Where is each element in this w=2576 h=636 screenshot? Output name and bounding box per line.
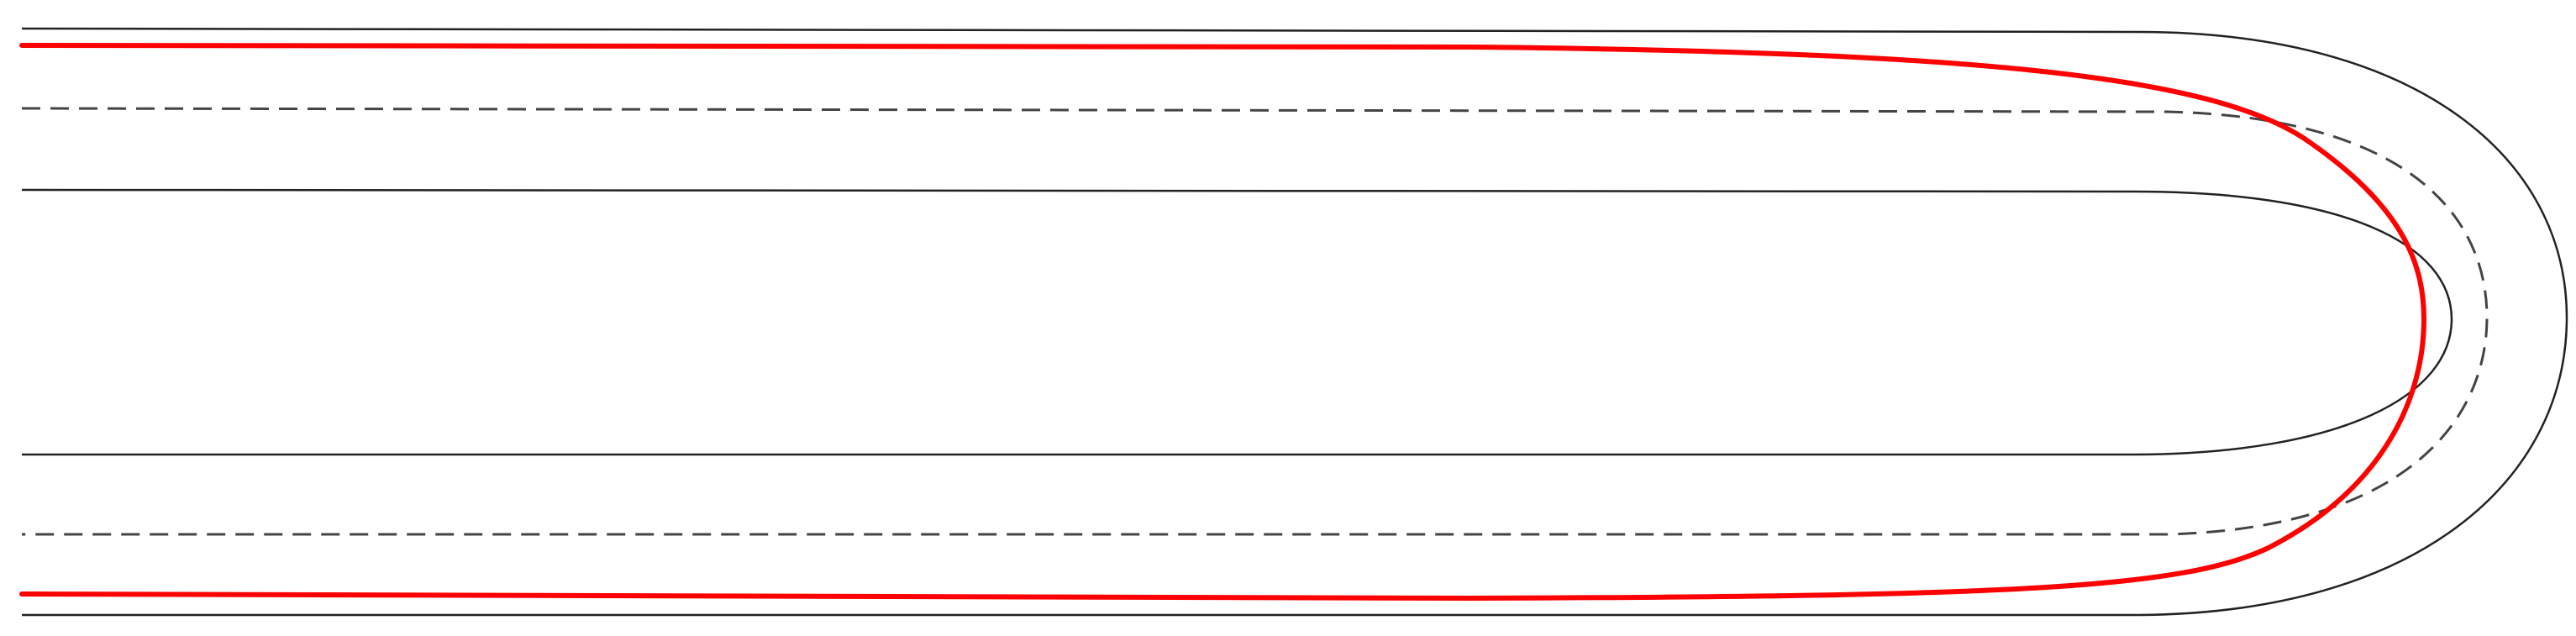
inner-track-edge [21,188,2453,456]
track-center-line [21,107,2489,536]
outer-track-edge [21,27,2568,617]
racing-line [19,43,2426,601]
